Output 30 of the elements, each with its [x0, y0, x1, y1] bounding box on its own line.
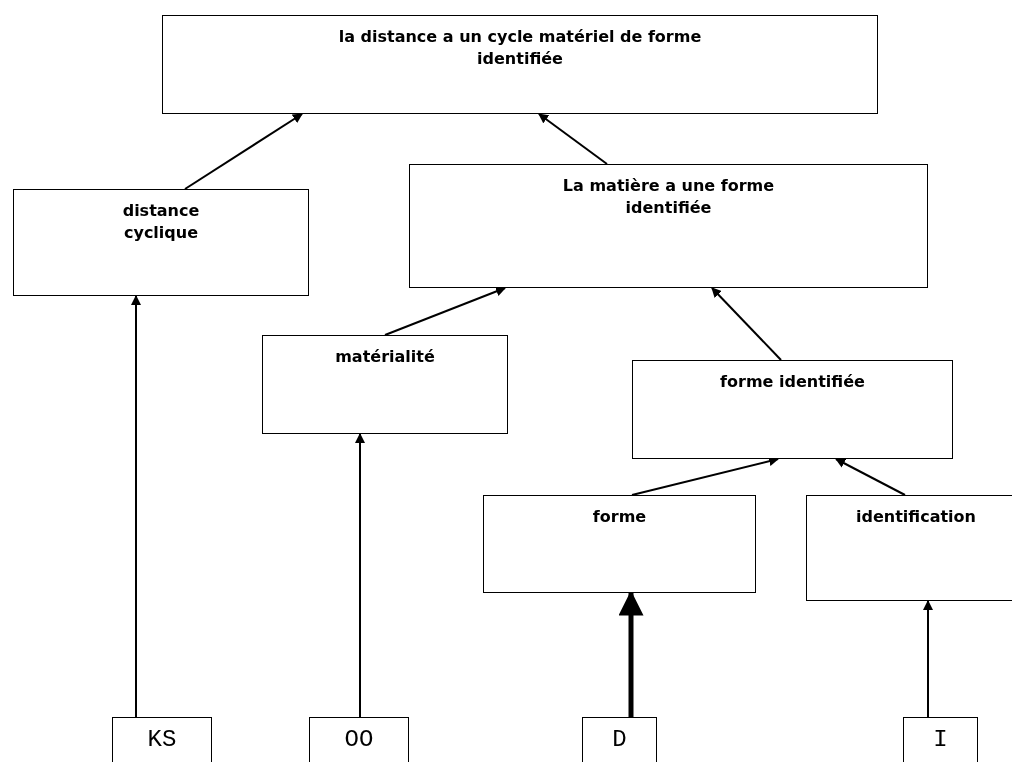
concept-box: [806, 495, 1012, 601]
node-label: La matière a une forme identifiée: [561, 175, 776, 219]
arrow: [384, 286, 506, 336]
arrow: [131, 295, 141, 718]
input-box: [309, 717, 409, 762]
node-label: forme: [591, 506, 648, 528]
node-label: identification: [855, 506, 977, 528]
concept-box: [262, 335, 508, 434]
concept-box: [13, 189, 309, 296]
concept-box: [632, 360, 953, 459]
input-box: [582, 717, 657, 762]
concept-box: [162, 15, 878, 114]
arrow: [711, 287, 782, 361]
arrow: [923, 600, 933, 718]
concept-box: [409, 164, 928, 288]
node-label: la distance a un cycle matériel de forme identifiée: [337, 26, 703, 70]
variable-label: KS: [146, 726, 178, 754]
variable-label: I: [932, 726, 949, 754]
node-label: distance cyclique: [121, 200, 201, 244]
concept-box: [483, 495, 756, 593]
arrow: [184, 113, 303, 190]
input-box: [112, 717, 212, 762]
node-label: forme identifiée: [719, 371, 866, 393]
arrow: [538, 113, 608, 165]
variable-label: OO: [343, 726, 375, 754]
input-box: [903, 717, 978, 762]
arrow: [355, 433, 365, 718]
arrow: [835, 458, 906, 496]
node-label: matérialité: [334, 346, 436, 368]
variable-label: D: [611, 726, 628, 754]
